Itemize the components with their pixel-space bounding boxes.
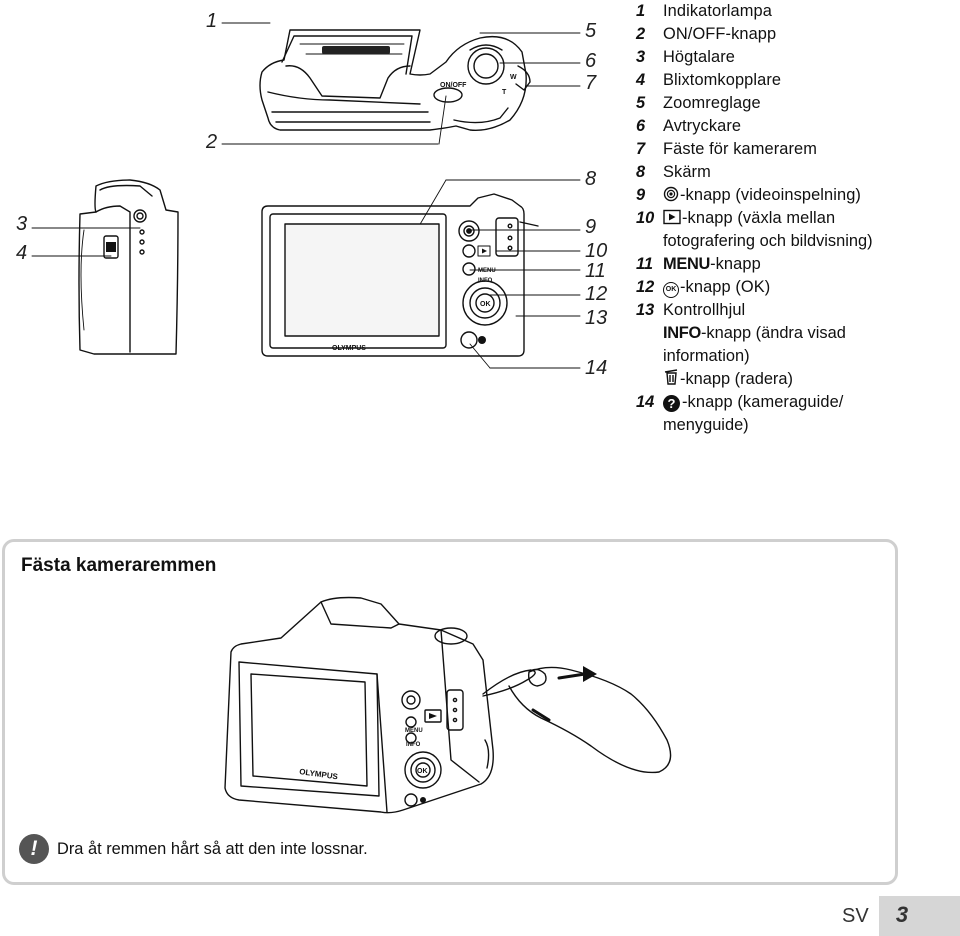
strap-attach-diagram: OLYMPUS MENU INFO OK [224,596,672,814]
camera-onoff-text: ON/OFF [440,82,467,89]
caution-note: ! Dra åt remmen hårt så att den inte los… [19,834,368,864]
play-icon [663,209,681,225]
record-icon [663,186,679,202]
camera-menu-text: MENU [478,268,496,274]
caution-text: Dra åt remmen hårt så att den inte lossn… [57,839,368,858]
callout-10: 10 [585,240,608,262]
page-number: 3 [895,902,909,927]
strap-camera-ok-text: OK [417,768,428,775]
callout-11: 11 [585,260,606,282]
callout-8: 8 [585,168,597,190]
callout-12: 12 [585,283,608,305]
page-language: SV [842,905,869,927]
strap-camera-brand-text: OLYMPUS [299,767,339,781]
camera-zoom-t-text: T [502,89,507,96]
camera-zoom-w-text: W [510,74,517,81]
trash-icon [664,369,678,385]
camera-brand-text: OLYMPUS [332,345,366,352]
page-number-box: 3 [879,896,960,936]
callout-2: 2 [206,131,218,153]
callout-9: 9 [585,216,597,238]
help-icon: ? [663,395,680,412]
callout-7: 7 [585,72,597,94]
callout-13: 13 [585,307,608,329]
camera-parts-diagram: ON/OFF W T MENU INFO OK OLYMPUS [31,22,581,369]
callout-6: 6 [585,50,597,72]
callout-5: 5 [585,20,597,42]
callout-1: 1 [206,10,218,32]
strap-section-title: Fästa kameraremmen [21,555,217,576]
strap-camera-info-text: INFO [406,742,421,748]
strap-section: Fästa kameraremmen [2,539,898,885]
legend-item: 14?-knapp (kameraguide/menyguide) [636,393,844,434]
callout-4: 4 [16,242,28,264]
caution-icon: ! [19,834,49,864]
ok-icon: OK [663,282,679,298]
callout-3: 3 [16,213,28,235]
camera-info-text: INFO [478,278,493,284]
legend-item: 9-knapp (videoinspelning) [636,186,861,204]
camera-ok-text: OK [480,301,491,308]
strap-camera-menu-text: MENU [405,728,423,734]
callout-14: 14 [585,357,608,379]
